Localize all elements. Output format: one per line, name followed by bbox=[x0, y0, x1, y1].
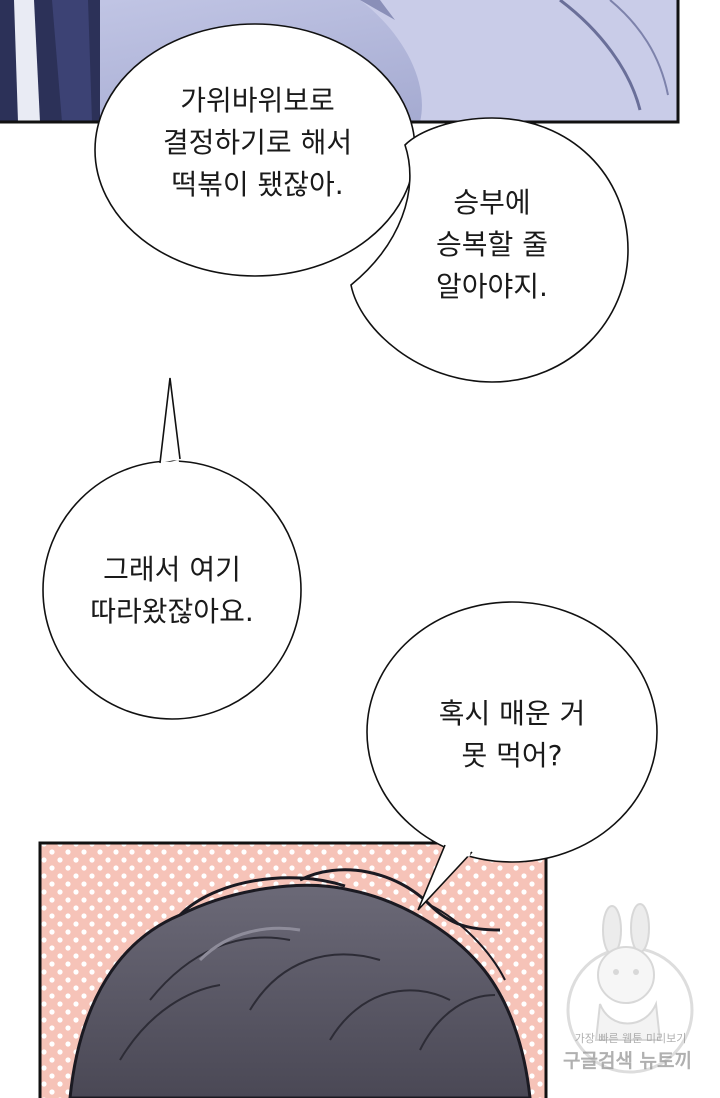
speech-text-1: 가위바위보로 결정하기로 해서 떡볶이 됐잖아. bbox=[135, 80, 380, 206]
watermark-tagline: 가장 빠른 웹툰 미리보기 bbox=[574, 1032, 687, 1045]
speech-bubble-2 bbox=[350, 117, 629, 383]
speech-line: 따라왔잖아요. bbox=[90, 595, 254, 628]
watermark-brand: 구글검색 뉴토끼 bbox=[563, 1050, 692, 1072]
speech-line: 알아야지. bbox=[436, 270, 548, 303]
top-panel bbox=[0, 0, 680, 124]
speech-bubble-3 bbox=[42, 377, 302, 720]
speech-text-4: 혹시 매운 거 못 먹어? bbox=[412, 693, 612, 777]
speech-line: 결정하기로 해서 bbox=[162, 126, 353, 159]
speech-line: 떡볶이 됐잖아. bbox=[171, 168, 344, 201]
bottom-panel bbox=[38, 841, 548, 1098]
speech-line: 승복할 줄 bbox=[436, 228, 548, 261]
speech-line: 혹시 매운 거 bbox=[438, 697, 586, 730]
speech-line: 못 먹어? bbox=[461, 739, 563, 772]
speech-bubble-4 bbox=[366, 601, 658, 911]
speech-line: 승부에 bbox=[453, 186, 531, 219]
speech-text-2: 승부에 승복할 줄 알아야지. bbox=[412, 182, 572, 308]
watermark-rabbit-logo bbox=[566, 903, 694, 1074]
speech-line: 그래서 여기 bbox=[103, 553, 241, 586]
speech-line: 가위바위보로 bbox=[180, 84, 335, 117]
speech-text-3: 그래서 여기 따라왔잖아요. bbox=[62, 549, 282, 633]
